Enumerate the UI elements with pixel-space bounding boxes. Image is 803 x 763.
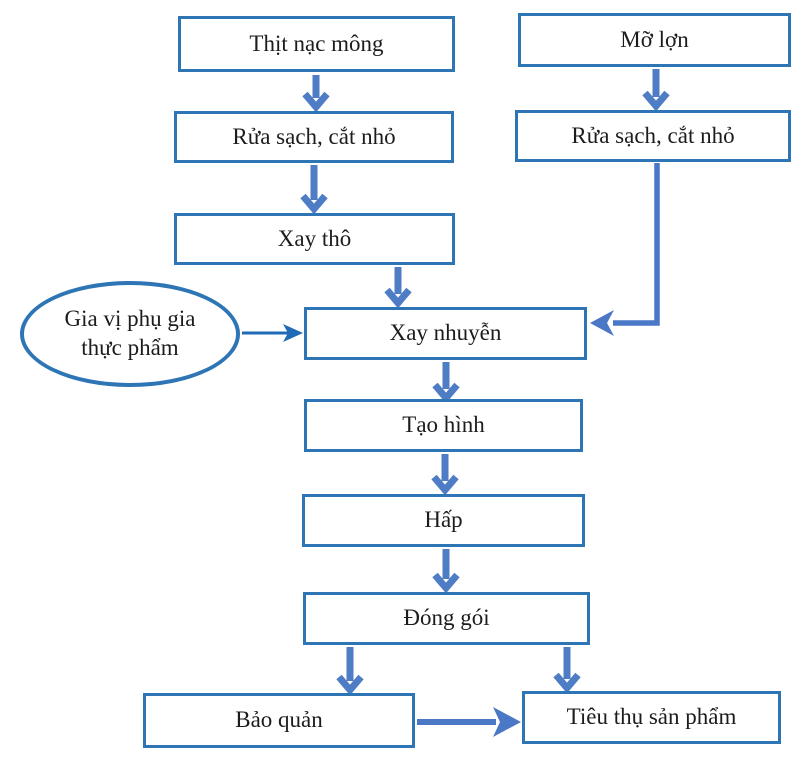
node-label: Hấp [424,507,463,533]
node-rua-sach-phai: Rửa sạch, cắt nhỏ [515,110,791,162]
arrow-xay-nhuyen-to-tao-hinh [432,362,460,404]
arrow-dong-goi-to-bao-quan [336,647,364,696]
node-label: Xay nhuyễn [389,320,502,346]
node-label: Tạo hình [402,412,485,438]
node-tieu-thu-san-pham: Tiêu thụ sản phẩm [522,691,781,744]
arrow-rua-sach-to-xay-tho [300,165,328,215]
arrow-tao-hinh-to-hap [431,454,459,496]
node-label: Mỡ lợn [620,26,689,52]
node-label: Rửa sạch, cắt nhỏ [571,122,735,148]
arrow-hap-to-dong-goi [432,549,460,594]
arrow-gia-vi-to-xay-nhuyen [242,324,303,342]
arrow-thit-nac-mong-to-rua-sach [302,75,330,113]
node-label: Tiêu thụ sản phẩm [566,704,737,730]
node-xay-tho: Xay thô [174,213,455,265]
node-thit-nac-mong: Thịt nạc mông [178,16,455,72]
arrow-mo-lon-to-rua-sach [642,69,670,112]
node-label: Xay thô [277,225,352,251]
node-hap: Hấp [302,494,585,547]
arrow-xay-tho-to-xay-nhuyen [384,267,412,309]
arrow-bao-quan-to-tieu-thu [417,707,521,737]
node-label-line1: Gia vị phụ gia [64,306,196,332]
node-tao-hinh: Tạo hình [304,399,583,452]
node-label: Bảo quản [235,707,323,733]
node-label: Thịt nạc mông [249,30,384,56]
node-label-line2: thực phẩm [81,335,179,360]
node-xay-nhuyen: Xay nhuyễn [304,307,587,360]
arrow-dong-goi-to-tieu-thu [553,647,581,694]
node-label: Đóng gói [403,605,490,631]
node-label: Rửa sạch, cắt nhỏ [232,123,396,149]
connector-rua-sach-phai-to-xay-nhuyen [590,163,660,336]
node-dong-goi: Đóng gói [303,592,590,645]
node-rua-sach-trai: Rửa sạch, cắt nhỏ [174,111,454,163]
node-mo-lon: Mỡ lợn [518,13,791,67]
node-bao-quan: Bảo quản [143,693,415,748]
node-gia-vi-phu-gia: Gia vị phụ gia thực phẩm [20,281,240,387]
